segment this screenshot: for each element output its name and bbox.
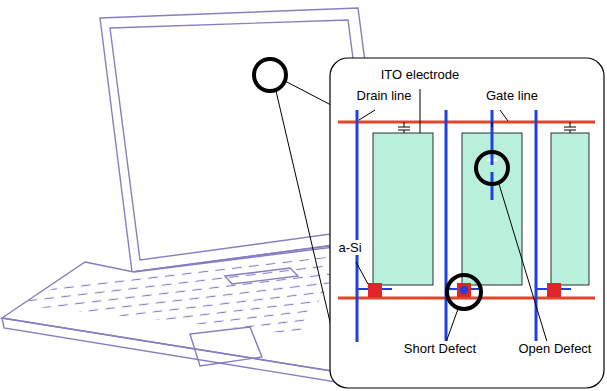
pixel-array bbox=[338, 110, 595, 342]
label: a-Si bbox=[336, 240, 363, 255]
label: Open Defect bbox=[517, 341, 594, 356]
callout-box bbox=[330, 58, 604, 388]
label: Drain line bbox=[355, 88, 414, 103]
short-defect-marker bbox=[447, 275, 481, 309]
defect-marker bbox=[254, 59, 286, 91]
label: Gate line bbox=[484, 88, 540, 103]
leader-line bbox=[285, 81, 331, 105]
label: Short Defect bbox=[402, 341, 478, 356]
open-defect-marker bbox=[476, 152, 508, 184]
label: ITO electrode bbox=[379, 67, 462, 82]
leader-lines bbox=[356, 89, 548, 345]
